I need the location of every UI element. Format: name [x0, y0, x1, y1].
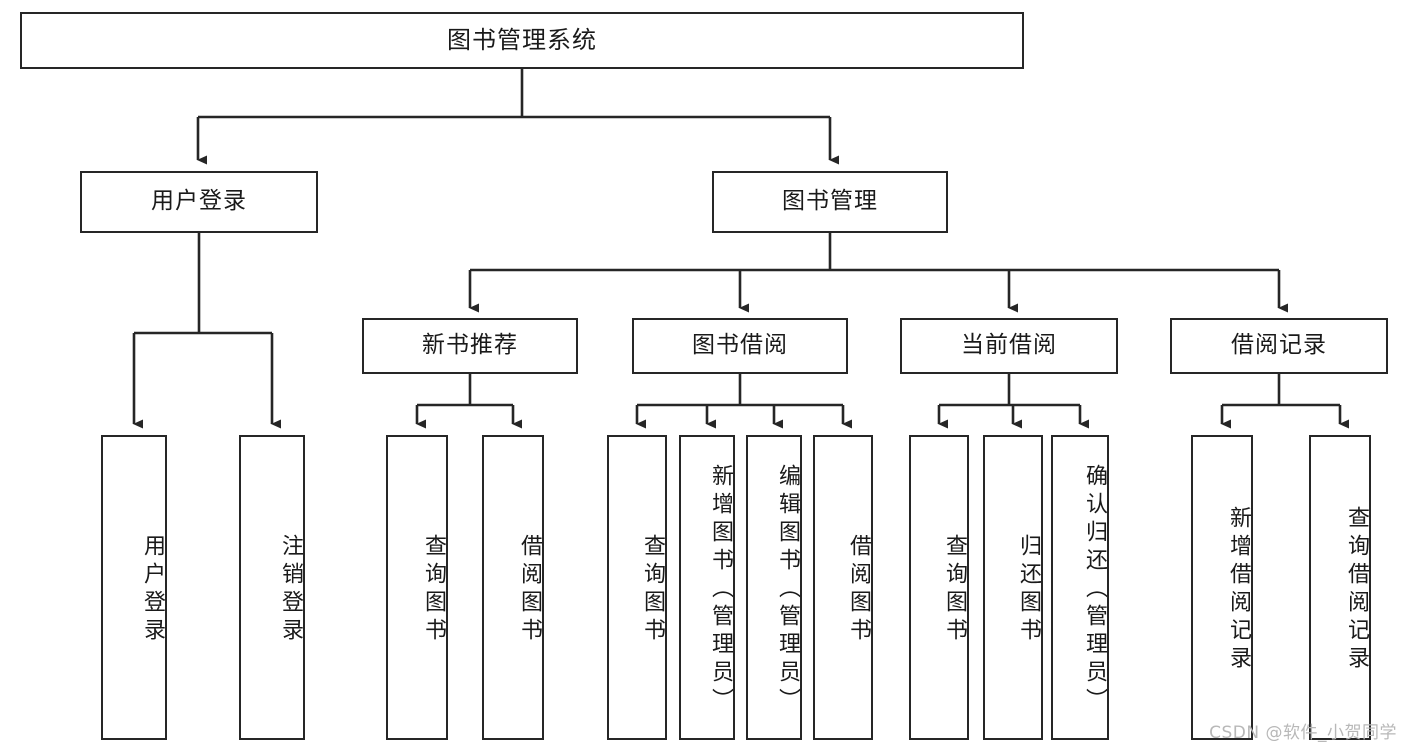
node-leaf-query-book-1[interactable]: 查询图书 — [386, 435, 448, 740]
node-leaf-query-book-3[interactable]: 查询图书 — [909, 435, 969, 740]
node-leaf-add-book-admin[interactable]: 新增图书（管理员） — [679, 435, 735, 740]
node-leaf-edit-book-admin[interactable]: 编辑图书（管理员） — [746, 435, 802, 740]
node-book-management[interactable]: 图书管理 — [712, 171, 948, 233]
node-borrow-record[interactable]: 借阅记录 — [1170, 318, 1388, 374]
node-leaf-query-borrow-record[interactable]: 查询借阅记录 — [1309, 435, 1371, 740]
csdn-watermark: CSDN @软件_小贺同学 — [1209, 723, 1397, 743]
node-leaf-borrow-book-2[interactable]: 借阅图书 — [813, 435, 873, 740]
node-new-book-recommend[interactable]: 新书推荐 — [362, 318, 578, 374]
node-leaf-return-book[interactable]: 归还图书 — [983, 435, 1043, 740]
node-current-borrow[interactable]: 当前借阅 — [900, 318, 1118, 374]
node-library-management-system[interactable]: 图书管理系统 — [20, 12, 1024, 69]
node-user-login[interactable]: 用户登录 — [80, 171, 318, 233]
node-leaf-logout-login[interactable]: 注销登录 — [239, 435, 305, 740]
node-book-borrow[interactable]: 图书借阅 — [632, 318, 848, 374]
node-leaf-borrow-book-1[interactable]: 借阅图书 — [482, 435, 544, 740]
node-leaf-user-login[interactable]: 用户登录 — [101, 435, 167, 740]
node-leaf-add-borrow-record[interactable]: 新增借阅记录 — [1191, 435, 1253, 740]
node-leaf-query-book-2[interactable]: 查询图书 — [607, 435, 667, 740]
node-leaf-confirm-return-admin[interactable]: 确认归还（管理员） — [1051, 435, 1109, 740]
